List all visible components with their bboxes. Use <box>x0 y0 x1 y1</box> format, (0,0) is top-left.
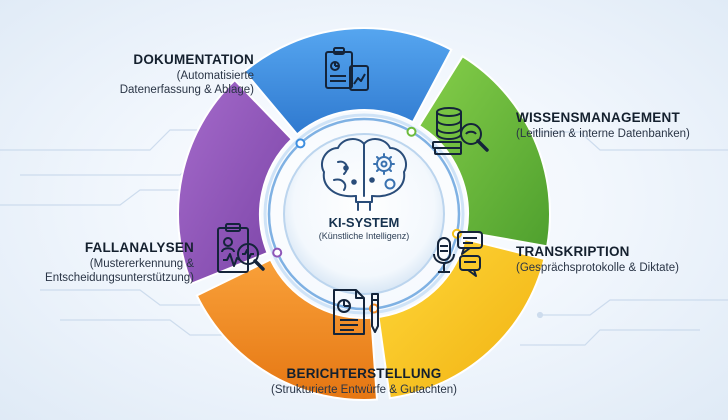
label-wissensmanagement-line1: (Leitlinien & interne Datenbanken) <box>516 127 690 140</box>
center-subtitle: (Künstliche Intelligenz) <box>318 231 410 241</box>
segment-fallanalysen <box>177 78 294 285</box>
label-fallanalysen-line1: (Mustererkennung & <box>89 257 194 270</box>
clipboard-magnifier-icon <box>217 223 265 273</box>
label-transkription: TRANSKRIPTION (Gesprächsprotokolle & Dik… <box>516 244 721 275</box>
brain-gear-icon <box>320 138 408 211</box>
segment-transkription <box>377 237 546 400</box>
label-dokumentation-line2: Datenerfassung & Ablage) <box>119 84 254 97</box>
label-berichterstellung-title: BERICHTERSTELLUNG <box>286 366 442 381</box>
label-fallanalysen: FALLANALYSEN (Mustererkennung & Entschei… <box>4 240 194 286</box>
label-berichterstellung: BERICHTERSTELLUNG (Strukturierte Entwürf… <box>214 366 514 397</box>
connector-dot <box>272 247 283 258</box>
label-wissensmanagement-title: WISSENSMANAGEMENT <box>516 110 680 125</box>
clipboard-chart-icon <box>325 47 369 91</box>
label-transkription-line1: (Gesprächsprotokolle & Diktate) <box>516 261 679 274</box>
label-dokumentation-line1: (Automatisierte <box>176 69 254 82</box>
label-wissensmanagement: WISSENSMANAGEMENT (Leitlinien & interne … <box>516 110 721 141</box>
label-fallanalysen-title: FALLANALYSEN <box>84 240 194 255</box>
connector-dot <box>451 228 462 239</box>
report-pen-icon <box>333 289 379 335</box>
connector-dot <box>295 138 306 149</box>
segment-ring <box>177 27 551 401</box>
microphone-chat-icon <box>433 231 483 277</box>
label-fallanalysen-line2: Entscheidungsunterstützung) <box>45 272 194 285</box>
connector-dot <box>406 126 417 137</box>
label-dokumentation: DOKUMENTATION (Automatisierte Datenerfas… <box>14 52 254 98</box>
label-berichterstellung-line1: (Strukturierte Entwürfe & Gutachten) <box>271 383 457 396</box>
segment-wissensmanagement <box>417 54 551 248</box>
label-dokumentation-title: DOKUMENTATION <box>133 52 254 67</box>
segment-berichterstellung <box>195 258 379 401</box>
database-search-icon <box>432 107 489 155</box>
center-title: KI-SYSTEM <box>328 215 400 230</box>
segment-dokumentation <box>243 27 453 136</box>
label-transkription-title: TRANSKRIPTION <box>516 244 630 259</box>
